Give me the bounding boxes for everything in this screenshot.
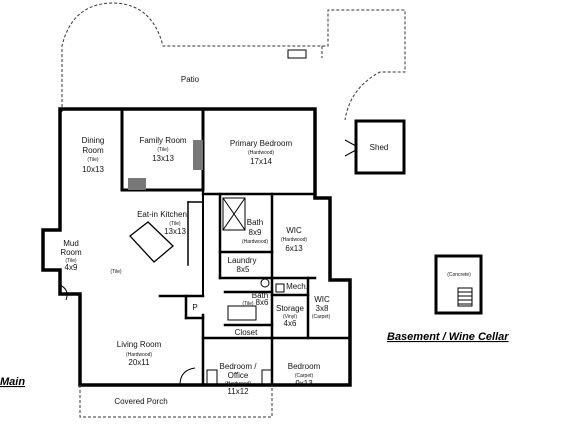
room-living: Living Room (Hardwood) 20x11 xyxy=(117,340,162,367)
room-primary-bedroom: Primary Bedroom (Hardwood) 17x14 xyxy=(230,139,293,166)
svg-text:17x14: 17x14 xyxy=(250,157,272,166)
svg-text:Room: Room xyxy=(60,248,82,257)
svg-text:8x9: 8x9 xyxy=(249,228,262,237)
svg-text:(Tile): (Tile) xyxy=(242,301,254,307)
svg-text:Primary Bedroom: Primary Bedroom xyxy=(230,139,293,148)
room-bedroom: Bedroom (Carpet) 9x13 xyxy=(288,362,321,388)
main-floor-title: Main xyxy=(0,376,25,388)
svg-text:13x13: 13x13 xyxy=(164,227,186,236)
svg-text:Eat-in Kitchen: Eat-in Kitchen xyxy=(137,210,187,219)
svg-text:Bedroom: Bedroom xyxy=(288,362,321,371)
svg-text:4x6: 4x6 xyxy=(284,319,297,328)
svg-text:10x13: 10x13 xyxy=(82,165,104,174)
room-bath-2: Bath (Tile) 8x6 xyxy=(242,291,269,307)
svg-text:(Tile): (Tile) xyxy=(169,221,181,227)
svg-text:(Hardwood): (Hardwood) xyxy=(248,150,274,156)
room-storage: Storage (Vinyl) 4x6 xyxy=(276,304,305,328)
svg-text:Room: Room xyxy=(82,146,104,155)
svg-text:20x11: 20x11 xyxy=(128,358,150,367)
basement-title: Basement / Wine Cellar xyxy=(387,331,509,343)
svg-text:Dining: Dining xyxy=(82,136,105,145)
room-bath-1: Bath 8x9 (Hardwood) xyxy=(242,218,268,245)
svg-text:(Hardwood): (Hardwood) xyxy=(281,237,307,243)
patio-outline xyxy=(61,2,406,121)
svg-text:(Tile): (Tile) xyxy=(87,157,99,163)
svg-text:Mud: Mud xyxy=(63,239,79,248)
svg-text:8x6: 8x6 xyxy=(256,298,269,307)
svg-text:(Carpet): (Carpet) xyxy=(295,373,314,379)
svg-text:3x8: 3x8 xyxy=(316,304,329,313)
svg-text:Living Room: Living Room xyxy=(117,340,162,349)
svg-text:Laundry: Laundry xyxy=(228,256,257,265)
shed-label: Shed xyxy=(370,143,389,152)
svg-text:Storage: Storage xyxy=(276,304,305,313)
svg-text:11x12: 11x12 xyxy=(227,387,249,396)
shed xyxy=(344,119,406,175)
svg-text:(Hardwood): (Hardwood) xyxy=(242,239,268,245)
svg-text:(Carpet): (Carpet) xyxy=(312,314,331,320)
fixtures xyxy=(59,140,285,386)
room-closet: Closet xyxy=(235,328,258,337)
svg-text:6x13: 6x13 xyxy=(285,244,303,253)
svg-text:(Tile): (Tile) xyxy=(65,258,77,264)
room-kitchen: Eat-in Kitchen (Tile) 13x13 xyxy=(137,210,187,236)
svg-text:Bath: Bath xyxy=(247,218,263,227)
svg-text:Bath: Bath xyxy=(252,291,268,300)
svg-text:Family Room: Family Room xyxy=(139,136,186,145)
svg-text:9x13: 9x13 xyxy=(295,379,313,388)
room-wic-2: WIC 3x8 (Carpet) xyxy=(312,295,331,320)
svg-text:WIC: WIC xyxy=(286,226,302,235)
svg-text:(Vinyl): (Vinyl) xyxy=(283,314,297,320)
svg-text:(Tile): (Tile) xyxy=(157,147,169,153)
room-dining: Dining Room (Tile) 10x13 xyxy=(82,136,105,174)
hall-floor-label: (Tile) xyxy=(110,269,122,275)
room-laundry: Laundry 8x5 xyxy=(228,256,257,274)
svg-text:WIC: WIC xyxy=(314,295,330,304)
room-pantry: P xyxy=(192,303,197,312)
outdoor-labels: Patio Shed Covered Porch xyxy=(114,75,388,406)
room-wic-1: WIC (Hardwood) 6x13 xyxy=(281,226,307,253)
room-office: Bedroom / Office (Hardwood) 11x12 xyxy=(220,362,258,396)
svg-text:13x13: 13x13 xyxy=(152,154,174,163)
basement-plan xyxy=(434,254,483,315)
room-mech: Mech. xyxy=(286,282,308,291)
basement-floor-label: (Concrete) xyxy=(447,272,471,278)
svg-text:8x5: 8x5 xyxy=(237,265,250,274)
svg-text:(Hardwood): (Hardwood) xyxy=(126,352,152,358)
room-mud: Mud Room (Tile) 4x9 xyxy=(60,239,82,272)
svg-text:Bedroom /: Bedroom / xyxy=(220,362,258,371)
covered-porch-outline xyxy=(79,385,273,418)
patio-label: Patio xyxy=(181,75,200,84)
covered-porch-label: Covered Porch xyxy=(114,397,167,406)
room-family: Family Room (Tile) 13x13 xyxy=(139,136,186,163)
svg-text:Office: Office xyxy=(228,371,249,380)
svg-text:4x9: 4x9 xyxy=(65,263,78,272)
svg-text:(Hardwood): (Hardwood) xyxy=(225,381,251,387)
